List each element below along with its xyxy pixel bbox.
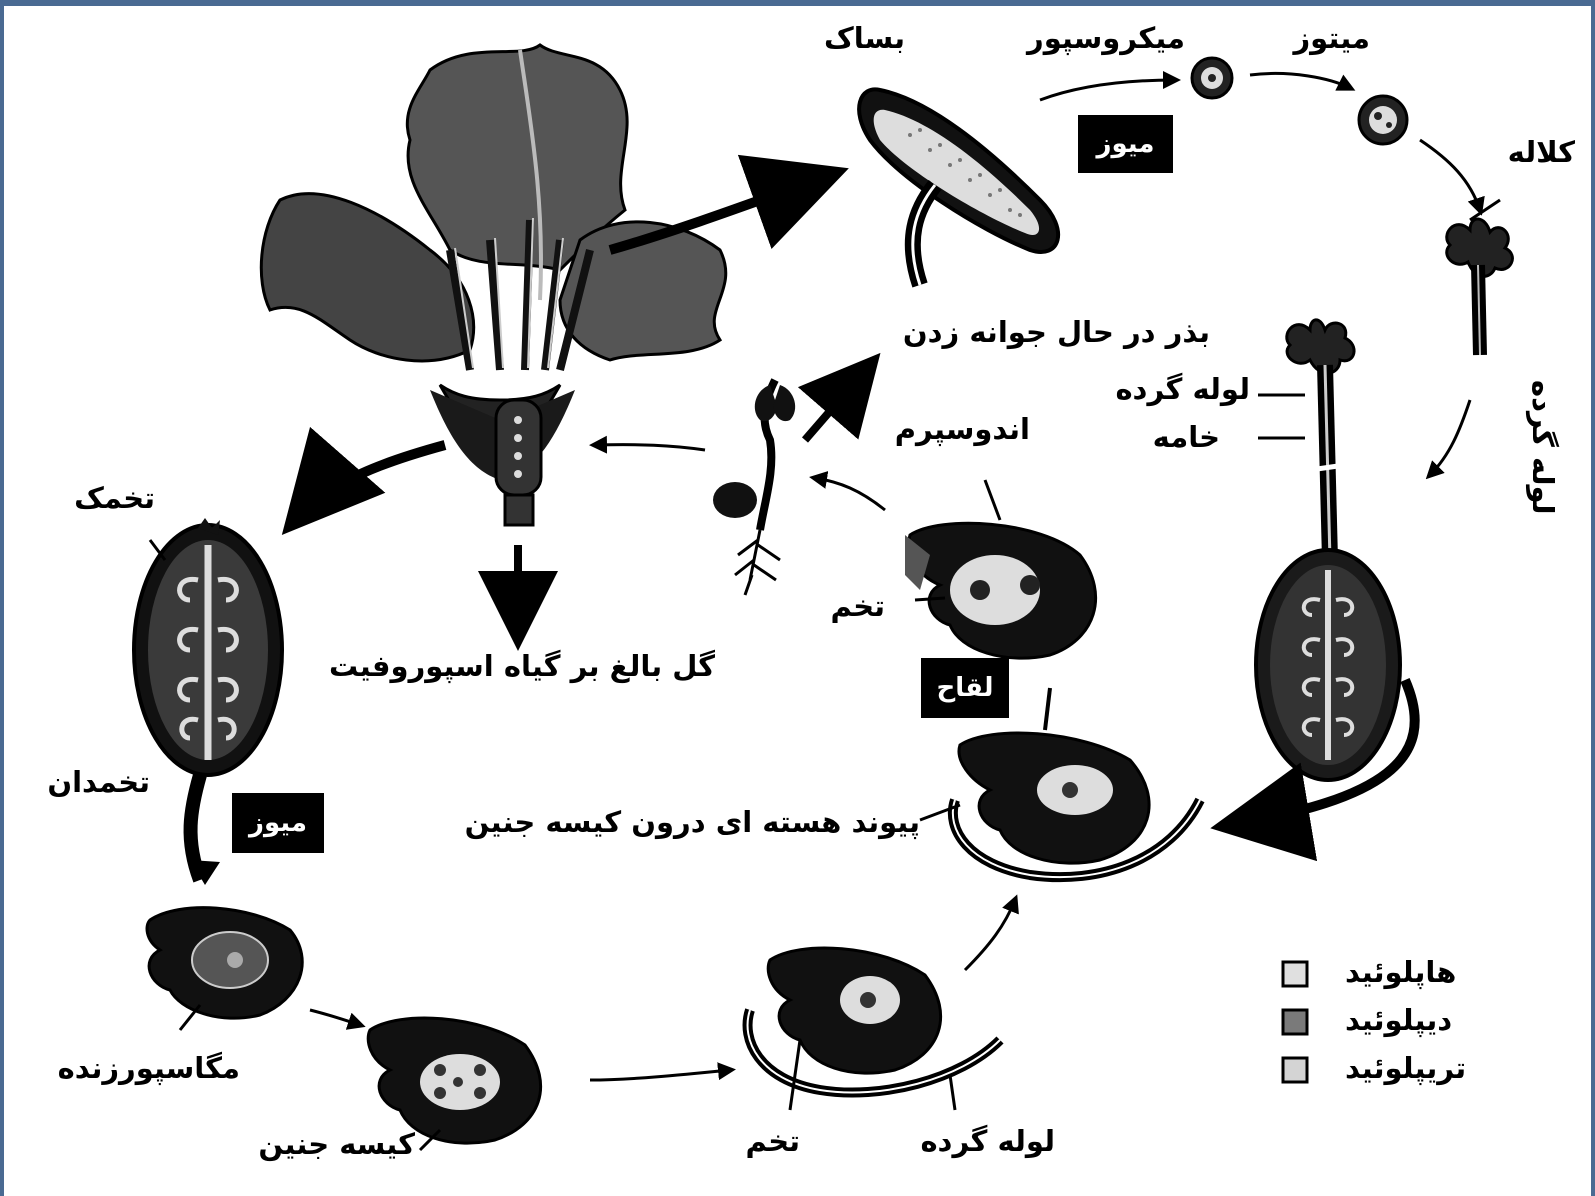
label-egg-bottom: تخم <box>745 1127 800 1156</box>
arrow-flower-to-anther <box>610 175 830 250</box>
label-nuclear-fusion: پیوند هسته ای درون کیسه جنین <box>465 808 920 837</box>
mitosis-cell-icon <box>1359 96 1407 144</box>
arrow-anther-to-microspore <box>1040 80 1175 100</box>
meiosis-box-top: میوز <box>1078 115 1173 173</box>
label-ovary: تخمدان <box>47 768 150 797</box>
fertilization-box: لقاح <box>921 658 1009 718</box>
label-stigma: کلاله <box>1508 138 1575 167</box>
flower-icon <box>261 45 725 525</box>
seedling-icon <box>713 380 795 595</box>
arrow-endosperm-to-seedling <box>815 478 885 510</box>
label-pollen-tube-vertical: لوله گرده <box>1526 380 1560 515</box>
pollinated-ovule-icon <box>748 948 1000 1110</box>
megasporocyte-icon <box>147 908 302 1030</box>
label-pollen-tube-style: لوله گرده <box>1115 375 1250 404</box>
arrow-microspore-to-mitosis <box>1250 73 1350 88</box>
arrow-stigma-to-pistil <box>1430 400 1470 475</box>
arrow-flower-to-ovule <box>295 445 445 520</box>
label-embryo-sac: کیسه جنین <box>258 1130 415 1159</box>
label-mature-flower: گل بالغ بر گیاه اسپوروفیت <box>329 652 715 681</box>
label-megasporocyte: مگاسپورزنده <box>58 1054 240 1083</box>
label-anther: بساک <box>824 24 905 53</box>
legend-label-diploid: دیپلوئید <box>1345 1006 1452 1035</box>
legend-label-triploid: تریپلوئید <box>1345 1054 1466 1083</box>
label-germinating-seed: بذر در حال جوانه زدن <box>903 318 1210 347</box>
label-mitosis: میتوز <box>1293 24 1370 53</box>
stigma-icon <box>1447 200 1513 355</box>
anther-icon <box>859 89 1058 285</box>
microspore-icon <box>1192 58 1232 98</box>
meiosis-box-left: میوز <box>232 793 324 853</box>
label-ovule: تخمک <box>74 484 155 513</box>
arrow-mitosis-to-stigma <box>1420 140 1480 210</box>
arrow-megasporocyte-to-embryo-sac <box>310 1010 360 1025</box>
nuclear-fusion-ovule-icon <box>920 733 1200 877</box>
pistil-icon <box>1256 320 1400 780</box>
label-style: خامه <box>1153 423 1220 452</box>
legend-swatch-triploid <box>1283 1058 1307 1082</box>
arrow-embryo-sac-to-pollinated <box>590 1070 730 1080</box>
legend-swatch-diploid <box>1283 1010 1307 1034</box>
arrow-pollinated-to-fusion <box>965 900 1015 970</box>
legend-swatch-haploid <box>1283 962 1307 986</box>
arrow-seedling-to-seed-label <box>805 365 870 440</box>
label-endosperm: اندوسپرم <box>895 415 1030 444</box>
fertilized-ovule-icon <box>905 480 1096 658</box>
arrow-seedling-to-flower <box>595 445 705 450</box>
fertilization-arrow <box>1045 688 1050 730</box>
legend-label-haploid: هاپلوئید <box>1345 958 1456 987</box>
label-microspore: میکروسپور <box>1027 24 1185 53</box>
label-pollen-tube-bottom: لوله گرده <box>920 1127 1055 1156</box>
label-egg-top: تخم <box>830 592 885 621</box>
